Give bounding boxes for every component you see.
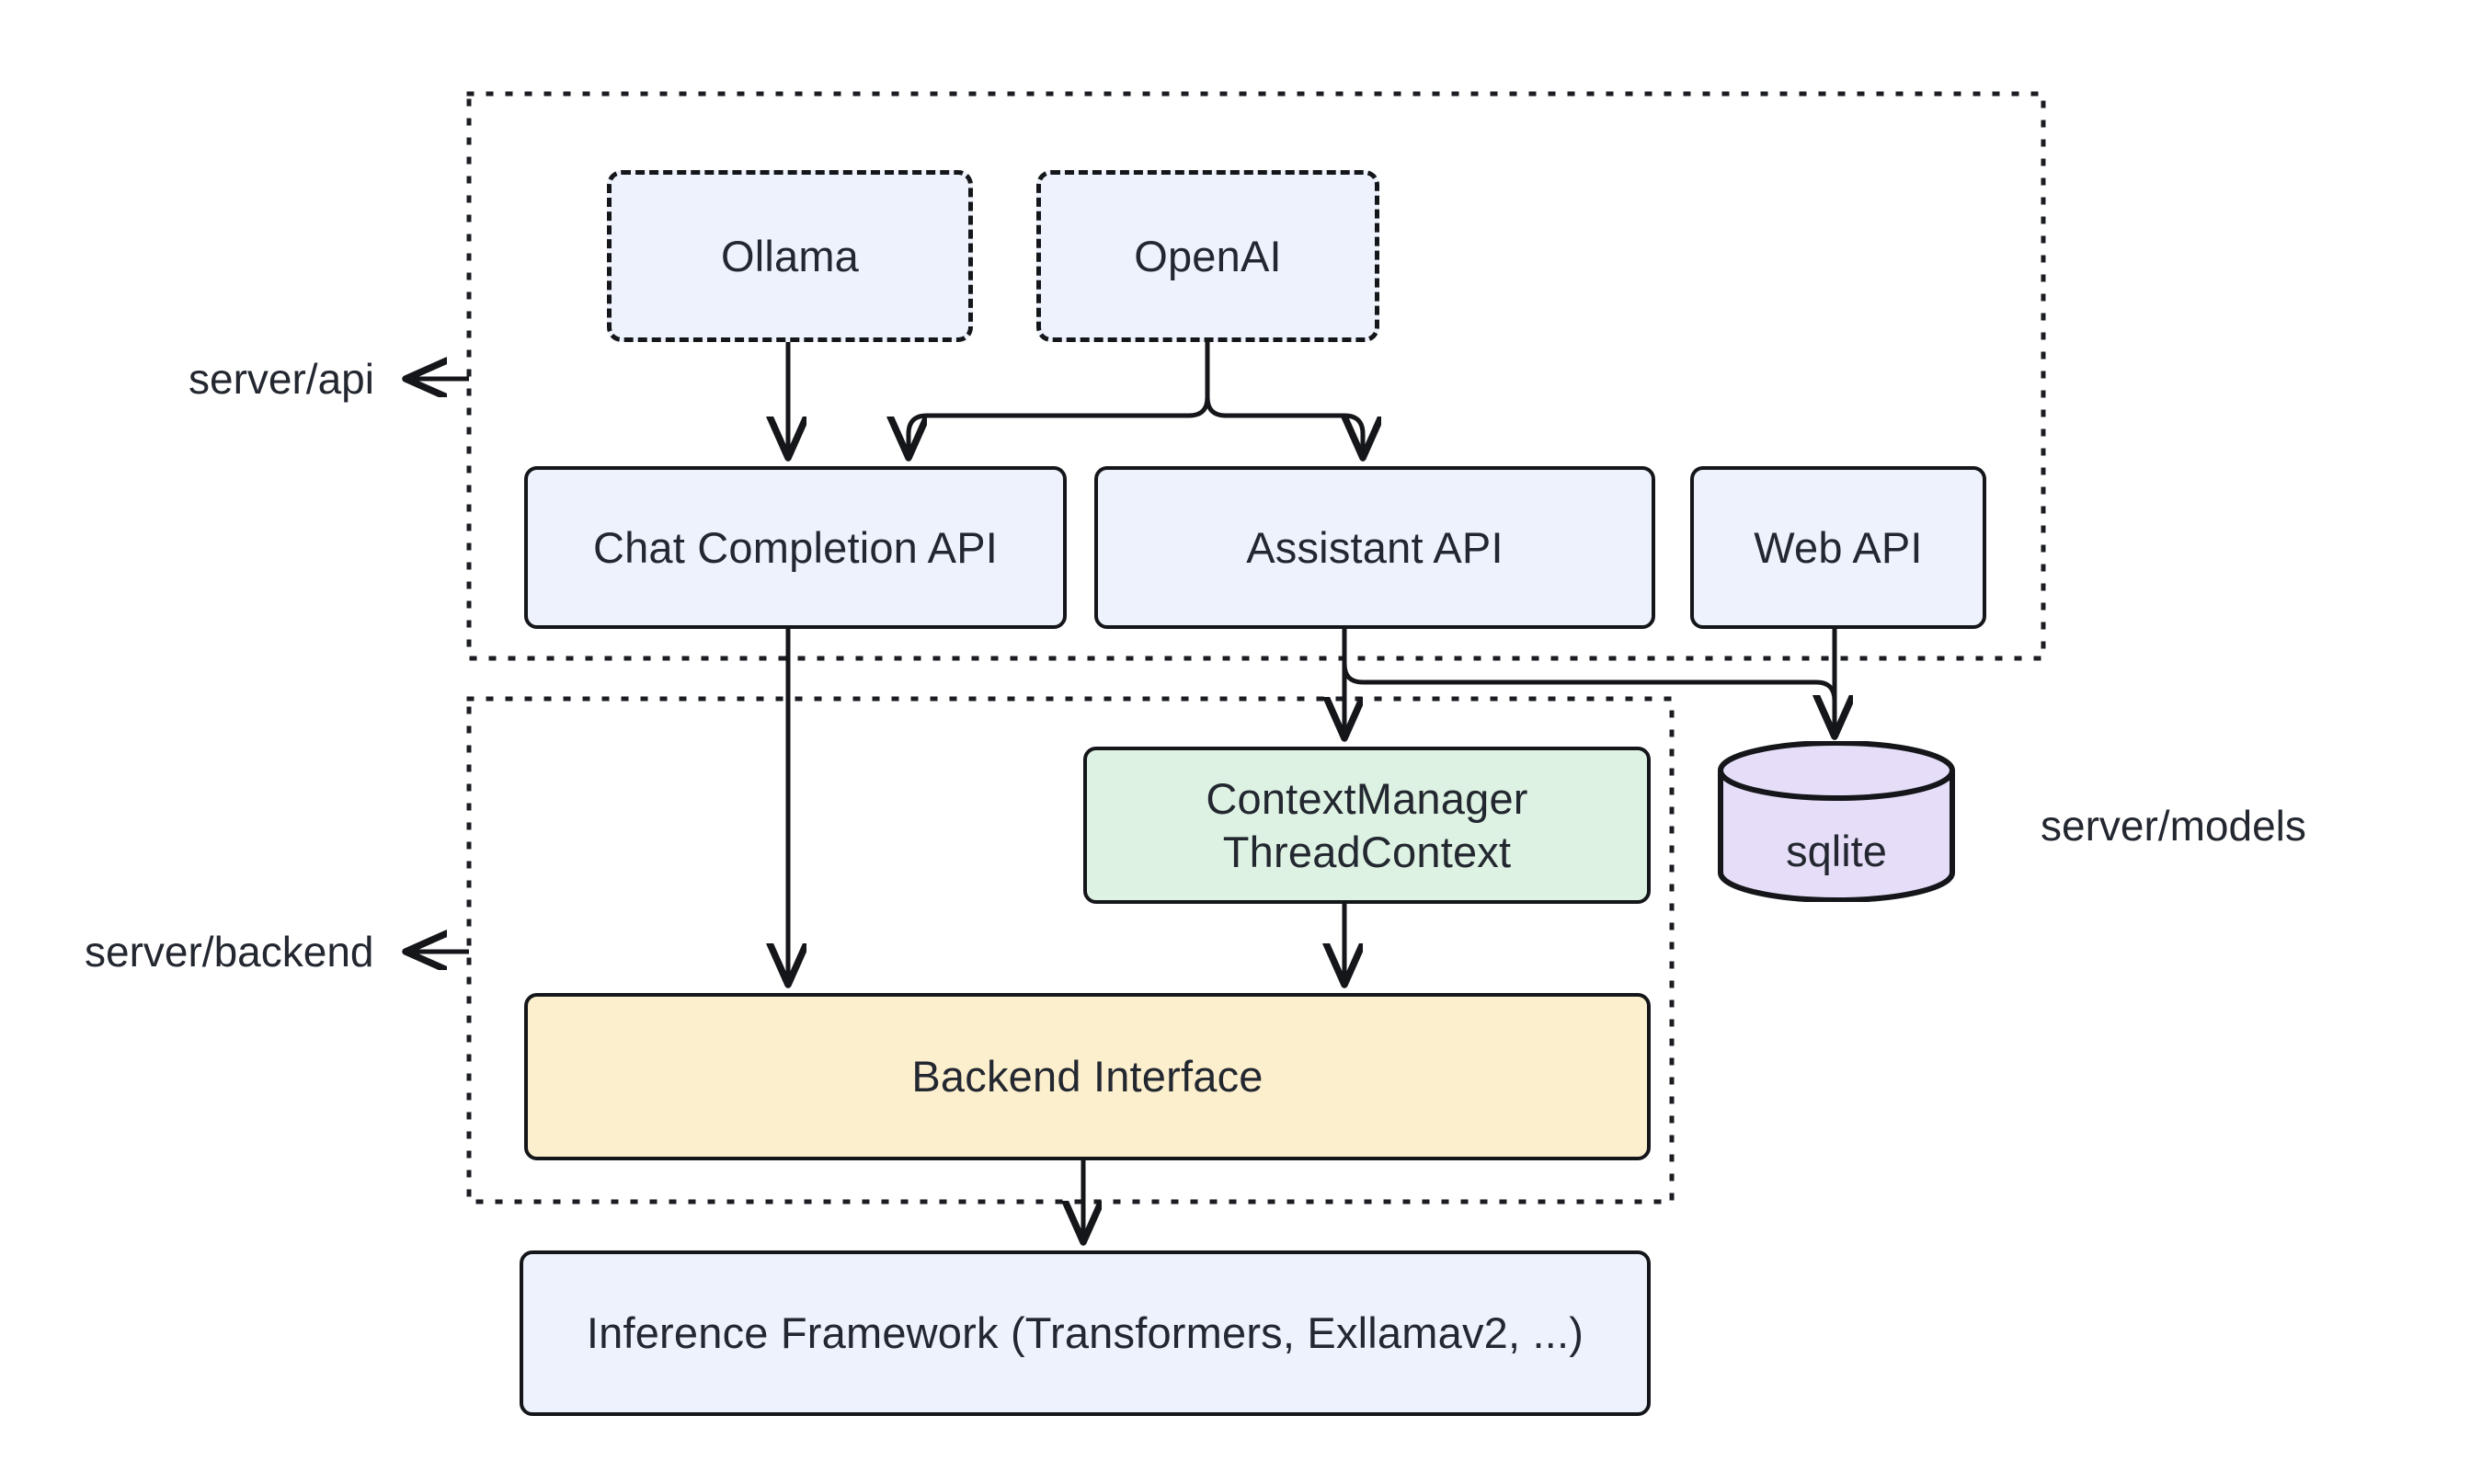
node-web-api-label: Web API	[1754, 522, 1923, 572]
node-assistant-api-label: Assistant API	[1246, 522, 1504, 572]
node-openai[interactable]: OpenAI	[1036, 170, 1379, 342]
node-inference-framework-label: Inference Framework (Transformers, Exlla…	[586, 1308, 1584, 1358]
node-ollama-label: Ollama	[720, 231, 860, 280]
node-ollama[interactable]: Ollama	[607, 170, 973, 342]
node-assistant-api[interactable]: Assistant API	[1094, 466, 1655, 629]
node-backend-interface[interactable]: Backend Interface	[524, 993, 1651, 1160]
node-context-manager[interactable]: ContextManager ThreadContext	[1083, 747, 1651, 904]
node-openai-label: OpenAI	[1134, 231, 1282, 280]
node-inference-framework[interactable]: Inference Framework (Transformers, Exlla…	[520, 1250, 1651, 1416]
node-web-api[interactable]: Web API	[1690, 466, 1986, 629]
group-label-api: server/api	[189, 355, 374, 403]
database-cylinder-icon	[1718, 740, 1955, 903]
edge-assistant-sqlite	[1342, 663, 1835, 734]
node-sqlite-label: sqlite	[1786, 827, 1887, 875]
edge-openai-chat	[909, 342, 1210, 455]
node-backend-interface-label: Backend Interface	[911, 1052, 1264, 1102]
node-sqlite[interactable]: sqlite	[1716, 740, 1957, 903]
group-label-backend: server/backend	[85, 928, 374, 976]
node-chat-completion-api[interactable]: Chat Completion API	[524, 466, 1067, 629]
edge-openai-assistant	[1205, 396, 1363, 455]
node-chat-completion-api-label: Chat Completion API	[592, 522, 999, 572]
node-context-manager-label: ContextManager ThreadContext	[1206, 774, 1528, 876]
group-label-models: server/models	[2041, 802, 2306, 850]
